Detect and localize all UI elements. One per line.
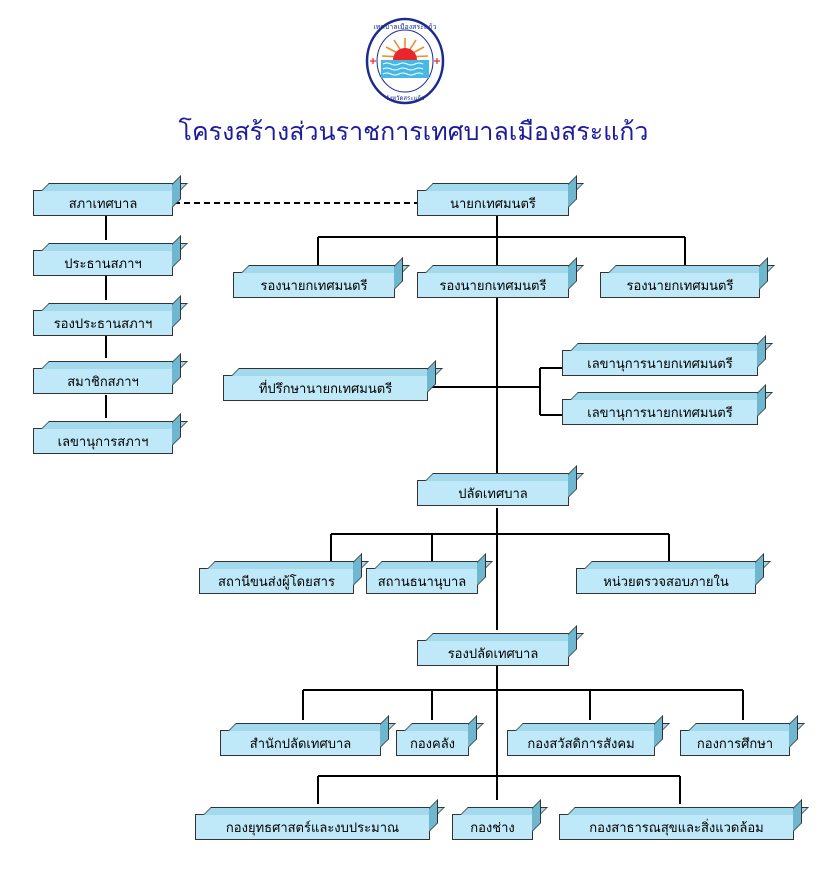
municipality-seal-logo: เทศบาลเมืองสระแก้ว จังหวัดสระแก้ว (365, 17, 445, 105)
council-vice-chair-box: รองประธานสภาฯ (33, 310, 173, 336)
deputy-clerk-box: รองปลัดเทศบาล (417, 640, 569, 666)
mayor-advisor-box: ที่ปรึกษานายกเทศมนตรี (223, 375, 428, 401)
division-box: กองช่าง (452, 814, 533, 840)
clerk-box: ปลัดเทศบาล (417, 480, 569, 506)
clerk-unit-box: หน่วยตรวจสอบภายใน (576, 568, 756, 594)
mayor-box: นายกเทศมนตรี (417, 190, 569, 216)
clerk-unit-box: สถานธนานุบาล (366, 568, 478, 594)
mayor-secretary-box: เลขานุการนายกเทศมนตรี (562, 399, 758, 425)
division-box: กองการศึกษา (680, 730, 790, 756)
council-secretary-box: เลขานุการสภาฯ (33, 428, 173, 454)
clerk-unit-box: สถานีขนส่งผู้โดยสาร (199, 568, 354, 594)
council-members-box: สมาชิกสภาฯ (33, 368, 173, 394)
division-box: สำนักปลัดเทศบาล (220, 730, 381, 756)
logo-top-text: เทศบาลเมืองสระแก้ว (373, 23, 436, 31)
deputy-mayor-box: รองนายกเทศมนตรี (600, 272, 760, 298)
division-box: กองสวัสดิการสังคม (507, 730, 655, 756)
deputy-mayor-box: รองนายกเทศมนตรี (233, 272, 395, 298)
division-box: กองสาธารณสุขและสิ่งแวดล้อม (559, 814, 794, 840)
deputy-mayor-box: รองนายกเทศมนตรี (417, 272, 569, 298)
council-box: สภาเทศบาล (33, 190, 173, 216)
division-box: กองคลัง (396, 730, 469, 756)
page-title: โครงสร้างส่วนราชการเทศบาลเมืองสระแก้ว (178, 117, 649, 146)
council-chair-box: ประธานสภาฯ (33, 250, 173, 276)
mayor-secretary-box: เลขานุการนายกเทศมนตรี (562, 350, 758, 376)
division-box: กองยุทธศาสตร์และงบประมาณ (195, 814, 430, 840)
logo-bottom-text: จังหวัดสระแก้ว (386, 95, 425, 102)
